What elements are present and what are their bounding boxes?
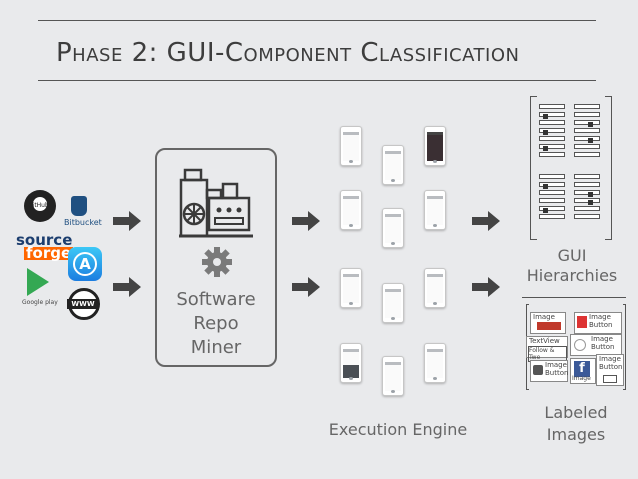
phone-screenshot bbox=[340, 126, 362, 166]
phone-screenshot bbox=[340, 268, 362, 308]
www-globe-icon: WWW bbox=[67, 288, 100, 320]
sourceforge-icon: source forge bbox=[16, 231, 74, 262]
bitbucket-label: Bitbucket bbox=[64, 218, 102, 227]
phone-screenshot bbox=[424, 126, 446, 166]
hierarchy-tree bbox=[574, 174, 600, 234]
phone-screenshot bbox=[424, 343, 446, 383]
phone-screenshot bbox=[424, 268, 446, 308]
google-play-label: Google play bbox=[22, 299, 58, 306]
labeled-thumbnail: Image Button bbox=[596, 354, 624, 386]
title-top-rule bbox=[38, 20, 596, 21]
labeled-images-label: Labeled Images bbox=[544, 403, 608, 444]
sourceforge-top: source bbox=[16, 231, 73, 249]
arrow-right-icon bbox=[472, 211, 500, 231]
arrow-right-icon bbox=[113, 277, 141, 297]
labeled-thumbnail: Image Button bbox=[574, 312, 622, 334]
app-store-icon: A bbox=[68, 247, 102, 281]
phone-screenshot bbox=[340, 343, 362, 383]
google-play-icon bbox=[27, 268, 49, 296]
facebook-icon: f bbox=[574, 361, 590, 377]
phone-screenshot bbox=[382, 145, 404, 185]
labeled-thumbnail: TextView Follow & Twe bbox=[526, 336, 568, 362]
hierarchy-tree bbox=[574, 104, 600, 164]
factory-icon bbox=[179, 168, 253, 238]
bracket-right bbox=[605, 96, 612, 240]
phone-screenshot bbox=[382, 356, 404, 396]
arrow-right-icon bbox=[472, 277, 500, 297]
facebook-thumbnail: f Image bbox=[570, 358, 596, 384]
hierarchy-tree bbox=[539, 104, 565, 164]
execution-engine-label: Execution Engine bbox=[328, 420, 468, 439]
github-icon: GitHub bbox=[24, 190, 56, 222]
software-repo-miner-box: Software Repo Miner bbox=[155, 148, 277, 367]
arrow-right-icon bbox=[292, 211, 320, 231]
arrow-right-icon bbox=[292, 277, 320, 297]
phone-screenshot bbox=[340, 190, 362, 230]
bitbucket-icon: Bitbucket bbox=[64, 196, 102, 227]
phone-screenshot bbox=[382, 208, 404, 248]
labeled-thumbnail: Image Button bbox=[530, 360, 568, 382]
sourceforge-bottom: forge bbox=[24, 244, 74, 262]
labeled-thumbnail: Image bbox=[530, 312, 566, 334]
phone-screenshot bbox=[424, 190, 446, 230]
gui-hierarchies-label: GUI Hierarchies bbox=[526, 246, 618, 285]
hierarchy-tree bbox=[539, 174, 565, 234]
arrow-right-icon bbox=[113, 211, 141, 231]
page-title: Phase 2: GUI-Component Classification bbox=[56, 38, 520, 68]
bracket-right bbox=[623, 304, 626, 390]
gear-icon bbox=[202, 247, 232, 277]
labeled-thumbnail: Image Button bbox=[570, 334, 622, 356]
divider bbox=[522, 297, 626, 298]
bracket-left bbox=[530, 96, 537, 240]
phone-screenshot bbox=[382, 283, 404, 323]
miner-label: Software Repo Miner bbox=[176, 289, 256, 358]
title-bottom-rule bbox=[38, 80, 596, 81]
